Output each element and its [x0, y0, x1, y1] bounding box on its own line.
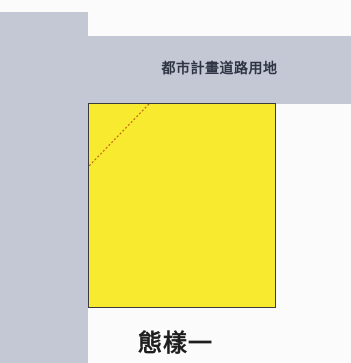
diagram-caption: 態樣一: [138, 329, 213, 357]
corner-cut-line: [89, 104, 150, 167]
road-area-horizontal: [0, 36, 351, 104]
road-label: 都市計畫道路用地: [161, 61, 278, 77]
yellow-lot: [88, 103, 276, 308]
